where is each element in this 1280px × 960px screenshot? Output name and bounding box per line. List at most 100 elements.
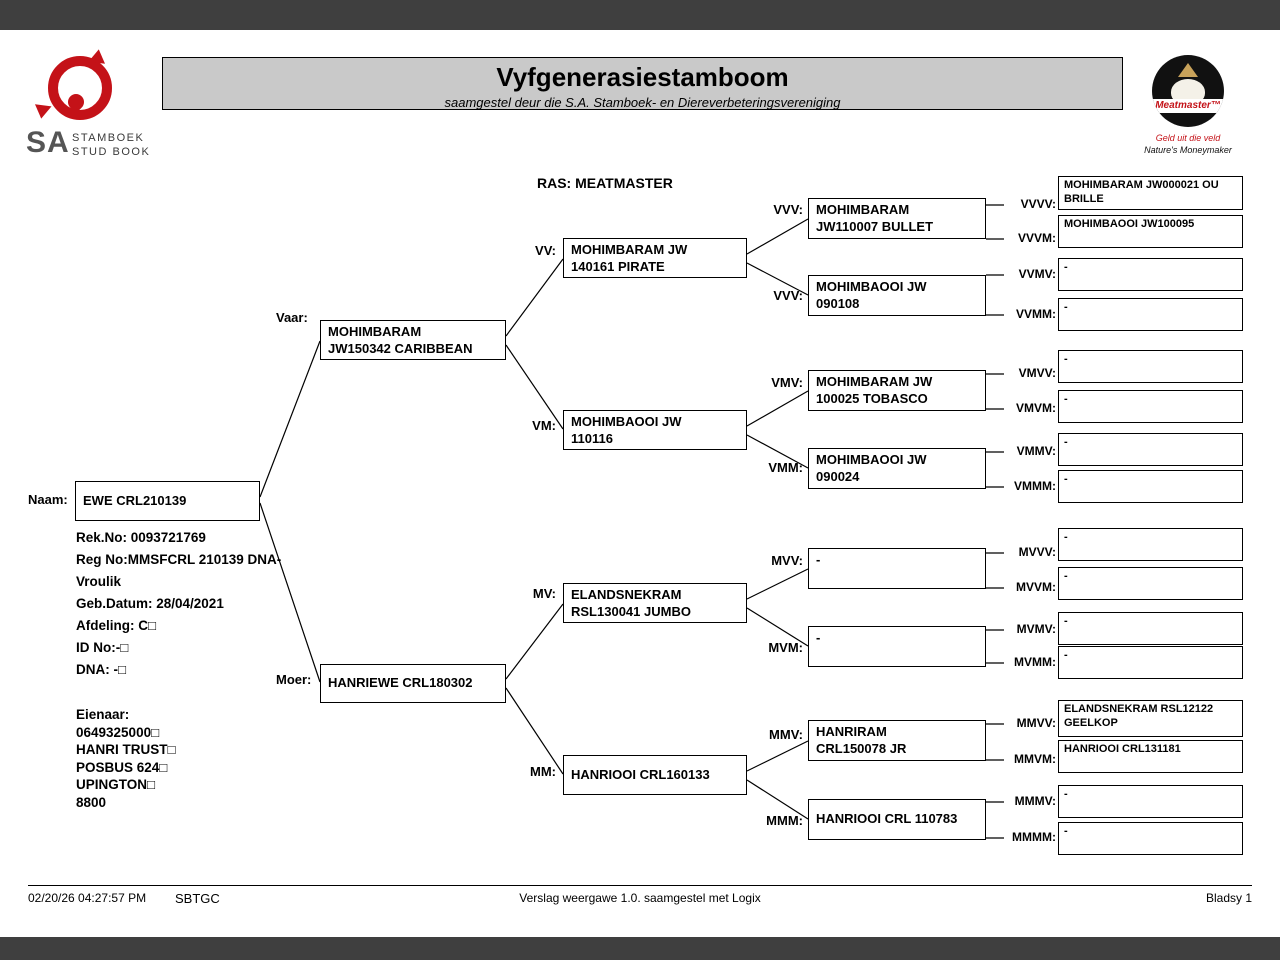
page-subtitle: saamgestel deur die S.A. Stamboek- en Di… bbox=[444, 95, 841, 110]
pedigree-box-mmvv: ELANDSNEKRAM RSL12122 GEELKOP bbox=[1058, 700, 1243, 737]
pedigree-label-mvmm: MVMM: bbox=[1014, 655, 1056, 669]
detail-line: ID No:-□ bbox=[76, 640, 129, 655]
pedigree-label-vmvv: VMVV: bbox=[1018, 366, 1056, 380]
pedigree-label-mmvv: MMVV: bbox=[1016, 716, 1056, 730]
meatmaster-wordmark: Meatmaster™ bbox=[1152, 99, 1224, 113]
detail-line: Geb.Datum: 28/04/2021 bbox=[76, 596, 224, 611]
meatmaster-tagline-eng: Nature's Moneymaker bbox=[1144, 145, 1232, 155]
pedigree-box-mvvv: - bbox=[1058, 528, 1243, 561]
breed-label: RAS: MEATMASTER bbox=[537, 175, 673, 191]
pedigree-label-vvvv: VVVV: bbox=[1020, 197, 1056, 211]
pedigree-box-mvmm: - bbox=[1058, 646, 1243, 679]
pedigree-box-vvvm: MOHIMBAOOI JW100095 bbox=[1058, 215, 1243, 248]
pedigree-label-vaar: Vaar: bbox=[276, 310, 308, 325]
pedigree-box-vmmm: - bbox=[1058, 470, 1243, 503]
pedigree-box-moer: HANRIEWE CRL180302 bbox=[320, 664, 506, 703]
pedigree-label-mmvm: MMVM: bbox=[1014, 752, 1056, 766]
pedigree-label-vmvm: VMVM: bbox=[1016, 401, 1056, 415]
pedigree-label-vm: VM: bbox=[532, 418, 556, 433]
pedigree-box-vvm: MOHIMBAOOI JW 090108 bbox=[808, 275, 986, 316]
owner-line: UPINGTON□ bbox=[76, 777, 156, 792]
pedigree-box-mvmv: - bbox=[1058, 612, 1243, 645]
pedigree-box-vvv: MOHIMBARAM JW110007 BULLET bbox=[808, 198, 986, 239]
pedigree-box-mv: ELANDSNEKRAM RSL130041 JUMBO bbox=[563, 583, 747, 623]
pedigree-label-mmmv: MMMV: bbox=[1014, 794, 1056, 808]
pedigree-label-mv: MV: bbox=[532, 586, 556, 601]
meatmaster-emblem-icon: Meatmaster™ bbox=[1152, 55, 1224, 127]
pedigree-label-mvvm: MVVM: bbox=[1016, 580, 1056, 594]
owner-line: 8800 bbox=[76, 794, 107, 810]
sa-logo-line1: STAMBOEK bbox=[72, 132, 145, 144]
pedigree-label-mmm: MMM: bbox=[766, 813, 803, 828]
footer-datetime: 02/20/26 04:27:57 PM bbox=[28, 891, 147, 905]
pedigree-label-vvv: VVV: bbox=[773, 202, 803, 217]
pedigree-box-vmv: MOHIMBARAM JW 100025 TOBASCO bbox=[808, 370, 986, 411]
pedigree-label-vvmv: VVMV: bbox=[1018, 267, 1056, 281]
pedigree-label-moer: Moer: bbox=[276, 672, 312, 687]
pedigree-box-vvvv: MOHIMBARAM JW000021 OU BRILLE bbox=[1058, 176, 1243, 210]
pedigree-label-vvvm: VVVM: bbox=[1017, 231, 1056, 245]
pedigree-box-vmvm: - bbox=[1058, 390, 1243, 423]
detail-line: Reg No:MMSFCRL 210139 DNA- bbox=[76, 552, 282, 567]
footer-page-number: Bladsy 1 bbox=[1205, 891, 1252, 905]
owner-line: 0649325000□ bbox=[76, 724, 160, 740]
detail-line: Afdeling: C□ bbox=[76, 618, 157, 633]
sa-circular-arrows-icon bbox=[48, 56, 112, 120]
footer-divider bbox=[28, 885, 1252, 886]
pedigree-label-mvmv: MVMV: bbox=[1016, 622, 1056, 636]
pedigree-box-vm: MOHIMBAOOI JW 110116 bbox=[563, 410, 747, 450]
owner-line: HANRI TRUST□ bbox=[76, 742, 176, 757]
pedigree-box-vmvv: - bbox=[1058, 350, 1243, 383]
footer-version-text: Verslag weergawe 1.0. saamgestel met Log… bbox=[519, 891, 761, 905]
pedigree-label-mvm: MVM: bbox=[768, 640, 803, 655]
pedigree-box-vv: MOHIMBARAM JW 140161 PIRATE bbox=[563, 238, 747, 278]
sa-logo-line2: STUD BOOK bbox=[72, 146, 151, 158]
pedigree-box-mvm: - bbox=[808, 626, 986, 667]
pedigree-box-mmvm: HANRIOOI CRL131181 bbox=[1058, 740, 1243, 773]
pedigree-label-vvmm: VVMM: bbox=[1016, 307, 1056, 321]
pedigree-box-mmv: HANRIRAM CRL150078 JR bbox=[808, 720, 986, 761]
pedigree-box-subject: EWE CRL210139 bbox=[75, 481, 260, 521]
pedigree-box-mmmm: - bbox=[1058, 822, 1243, 855]
top-window-bar bbox=[0, 0, 1280, 30]
scale-icon bbox=[1178, 63, 1198, 77]
pedigree-box-vmm: MOHIMBAOOI JW 090024 bbox=[808, 448, 986, 489]
sa-logo-text: SA bbox=[26, 126, 70, 159]
report-header: Vyfgenerasiestamboom saamgestel deur die… bbox=[162, 57, 1123, 110]
pedigree-box-mvvm: - bbox=[1058, 567, 1243, 600]
pedigree-label-vmmv: VMMV: bbox=[1016, 444, 1056, 458]
footer-report-code: SBTGC bbox=[175, 891, 220, 906]
sa-stamboek-logo: SA STAMBOEK STUD BOOK bbox=[26, 49, 176, 162]
bottom-window-bar bbox=[0, 937, 1280, 960]
pedigree-label-mmv: MMV: bbox=[769, 727, 803, 742]
meatmaster-tagline-afr: Geld uit die veld bbox=[1155, 133, 1221, 143]
page-title: Vyfgenerasiestamboom bbox=[496, 62, 789, 92]
pedigree-label-vmv: VMV: bbox=[771, 375, 803, 390]
pedigree-box-mm: HANRIOOI CRL160133 bbox=[563, 755, 747, 795]
meatmaster-logo: Meatmaster™ Geld uit die veld Nature's M… bbox=[1143, 53, 1233, 163]
subject-label: Naam: bbox=[28, 492, 68, 507]
pedigree-label-vmmm: VMMM: bbox=[1014, 479, 1056, 493]
pedigree-label-vv: VV: bbox=[535, 243, 556, 258]
detail-line: Vroulik bbox=[76, 574, 122, 589]
pedigree-box-vvmm: - bbox=[1058, 298, 1243, 331]
pedigree-label-mvv: MVV: bbox=[771, 553, 803, 568]
pedigree-box-mvv: - bbox=[808, 548, 986, 589]
detail-line: Rek.No: 0093721769 bbox=[76, 530, 206, 545]
owner-details: Eienaar: 0649325000□ HANRI TRUST□ POSBUS… bbox=[76, 707, 176, 812]
pedigree-label-mm: MM: bbox=[530, 764, 556, 779]
owner-line: POSBUS 624□ bbox=[76, 759, 168, 775]
pedigree-label-vvm: VVV: bbox=[773, 288, 803, 303]
subject-details: Rek.No: 0093721769 Reg No:MMSFCRL 210139… bbox=[76, 530, 281, 684]
owner-line: Eienaar: bbox=[76, 707, 130, 722]
pedigree-box-vvmv: - bbox=[1058, 258, 1243, 291]
pedigree-box-mmmv: - bbox=[1058, 785, 1243, 818]
pedigree-box-vmmv: - bbox=[1058, 433, 1243, 466]
pedigree-box-mmm: HANRIOOI CRL 110783 bbox=[808, 799, 986, 840]
pedigree-box-vaar: MOHIMBARAM JW150342 CARIBBEAN bbox=[320, 320, 506, 360]
pedigree-label-mmmm: MMMM: bbox=[1012, 830, 1056, 844]
detail-line: DNA: -□ bbox=[76, 662, 127, 677]
pedigree-label-mvvv: MVVV: bbox=[1018, 545, 1056, 559]
